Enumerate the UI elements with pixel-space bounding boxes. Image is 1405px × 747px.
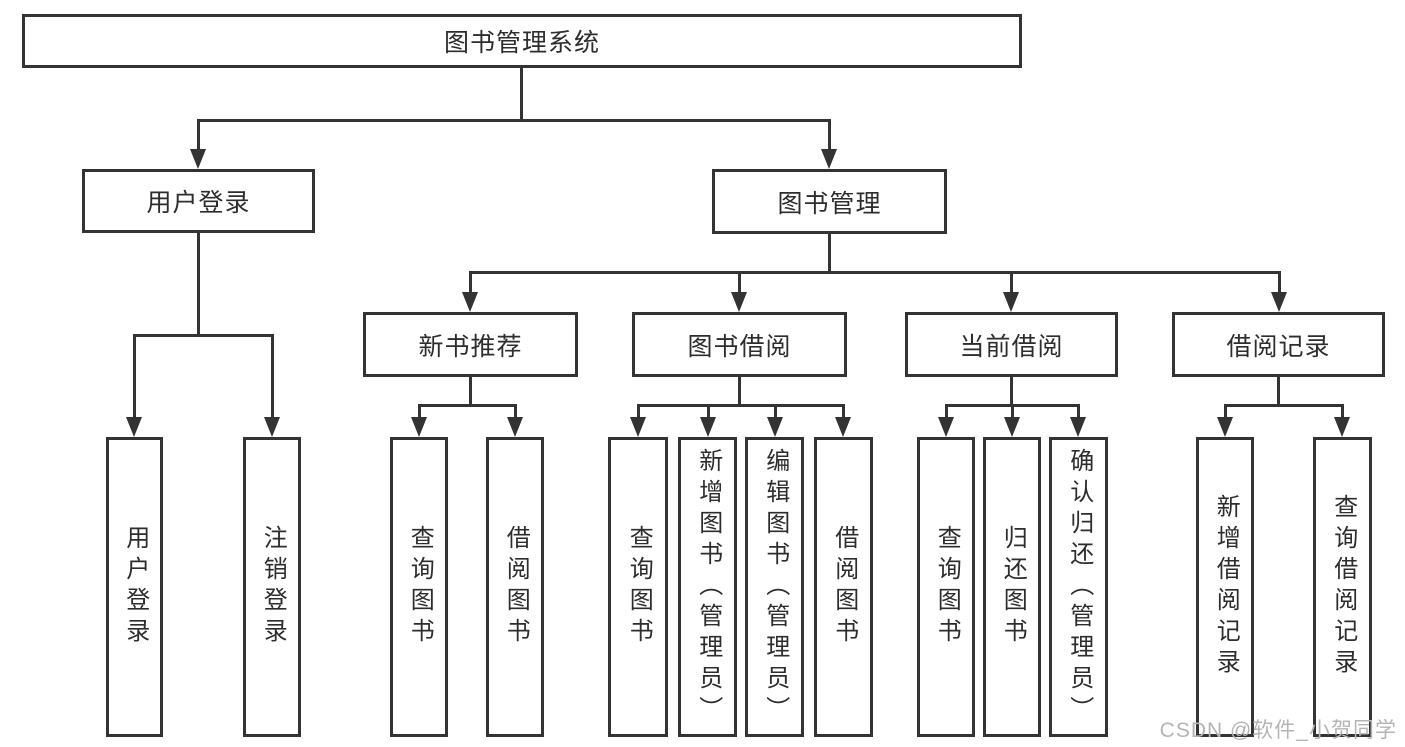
arrow-down-icon [731,292,747,312]
arrow-down-icon [1271,292,1287,312]
arrow-down-icon [835,417,851,437]
arrow-down-icon [630,417,646,437]
leaf-label: 借阅图书 [502,525,530,649]
connector-line [945,404,948,417]
connector-line [469,271,472,292]
connector-line [1224,404,1227,417]
connector-line [707,404,710,417]
connector-line [271,334,274,417]
arrow-down-icon [411,417,427,437]
arrow-down-icon [938,417,954,437]
connector-line [1224,404,1344,407]
connector-line [418,404,517,407]
connector-line [828,119,831,149]
connector-line [133,334,274,337]
arrow-down-icon [264,417,280,437]
node-book-borrowing: 图书借阅 [632,312,847,377]
connector-line [197,119,200,149]
leaf-borrow-books-recommend: 借阅图书 [486,437,544,737]
connector-line [1278,271,1281,292]
connector-line [738,377,741,406]
leaf-label: 新增借阅记录 [1212,494,1240,680]
connector-line [774,404,777,417]
leaf-label: 查询图书 [625,525,653,649]
node-book-management: 图书管理 [712,169,947,234]
connector-line [197,119,831,122]
connector-line [1341,404,1344,417]
node-current-borrowing: 当前借阅 [905,312,1118,377]
leaf-label: 借阅图书 [830,525,858,649]
arrow-down-icon [1217,417,1233,437]
leaf-label: 归还图书 [999,525,1027,649]
node-library-management-system: 图书管理系统 [22,14,1022,68]
leaf-edit-book-admin: 编辑图书（管理员） [745,437,804,737]
connector-line [1010,377,1013,406]
node-label: 图书借阅 [687,332,792,361]
arrow-down-icon [700,417,716,437]
leaf-label: 用户登录 [121,525,149,649]
leaf-query-books-borrow: 查询图书 [608,437,668,737]
leaf-return-book: 归还图书 [983,437,1041,737]
connector-line [197,233,200,336]
connector-line [637,404,640,417]
connector-line [514,404,517,417]
arrow-down-icon [1004,417,1020,437]
arrow-down-icon [1334,417,1350,437]
connector-line [637,404,845,407]
leaf-confirm-return-admin: 确认归还（管理员） [1049,437,1108,737]
connector-line [133,334,136,417]
leaf-label: 查询图书 [933,525,961,649]
arrow-down-icon [507,417,523,437]
node-label: 图书管理 [777,189,882,218]
node-borrowing-records: 借阅记录 [1172,312,1385,377]
leaf-label: 查询借阅记录 [1329,494,1357,680]
connector-line [1277,377,1280,406]
connector-line [418,404,421,417]
leaf-label: 查询图书 [406,525,434,649]
node-label: 用户登录 [146,189,251,217]
leaf-query-borrow-record: 查询借阅记录 [1313,437,1372,737]
connector-line [842,404,845,417]
leaf-label: 编辑图书（管理员） [761,447,789,727]
arrow-down-icon [821,149,837,169]
leaf-add-borrow-record: 新增借阅记录 [1196,437,1254,737]
node-label: 新书推荐 [418,332,523,361]
node-label: 图书管理系统 [443,29,600,57]
leaf-query-books-current: 查询图书 [917,437,975,737]
connector-line [1011,404,1014,417]
leaf-label: 注销登录 [259,525,287,649]
csdn-watermark: CSDN @软件_小贺同学 [1159,719,1397,742]
leaf-query-books-recommend: 查询图书 [390,437,448,737]
connector-line [520,68,523,121]
arrow-down-icon [767,417,783,437]
node-label: 当前借阅 [959,332,1064,361]
leaf-logout: 注销登录 [243,437,301,737]
node-new-book-recommendation: 新书推荐 [363,312,578,377]
node-label: 借阅记录 [1226,332,1331,361]
connector-line [1010,271,1013,292]
leaf-add-book-admin: 新增图书（管理员） [678,437,737,737]
connector-line [469,271,1280,274]
arrow-down-icon [1003,292,1019,312]
arrow-down-icon [1070,417,1086,437]
leaf-borrow-books: 借阅图书 [814,437,873,737]
arrow-down-icon [462,292,478,312]
leaf-label: 确认归还（管理员） [1065,447,1093,727]
connector-line [469,377,472,406]
arrow-down-icon [190,149,206,169]
leaf-user-login: 用户登录 [106,437,163,737]
node-user-login: 用户登录 [82,169,315,233]
connector-line [828,234,831,274]
connector-line [738,271,741,292]
leaf-label: 新增图书（管理员） [694,447,722,727]
arrow-down-icon [126,417,142,437]
connector-line [1077,404,1080,417]
